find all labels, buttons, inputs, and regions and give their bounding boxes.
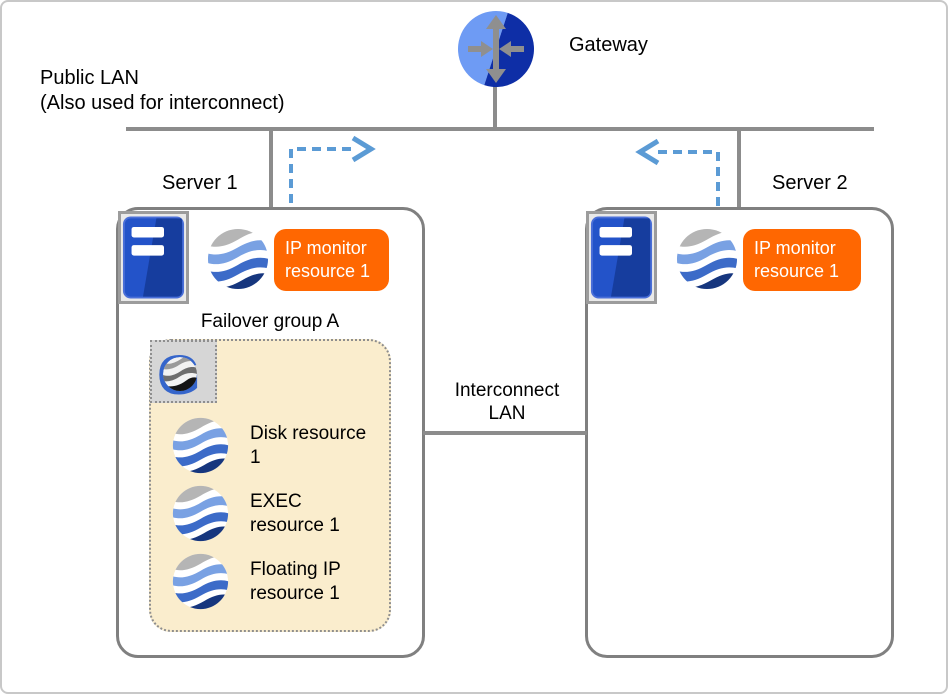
disk-resource-label: Disk resource 1 bbox=[250, 423, 367, 468]
gateway-label: Gateway bbox=[569, 34, 648, 56]
server2-ip-monitor-resource-icon bbox=[676, 228, 738, 290]
interconnect-lan-label: Interconnect LAN bbox=[432, 379, 582, 425]
server2-drop-line bbox=[737, 130, 741, 209]
monitor-arrow-left-icon bbox=[630, 138, 730, 210]
public-lan-label-line1: Public LAN bbox=[40, 67, 139, 89]
exec-resource-icon bbox=[172, 485, 229, 542]
server1-ip-monitor-resource-icon bbox=[207, 228, 269, 290]
interconnect-label-line2: LAN bbox=[488, 403, 526, 424]
server2-ip-monitor-badge: IP monitor resource 1 bbox=[743, 229, 861, 291]
server1-ip-monitor-badge: IP monitor resource 1 bbox=[274, 229, 389, 291]
disk-resource-icon bbox=[172, 417, 229, 474]
failover-group-label: Failover group A bbox=[200, 311, 340, 332]
server2-ip-monitor-label: IP monitor resource 1 bbox=[754, 238, 840, 281]
public-lan-label-line2: (Also used for interconnect) bbox=[40, 92, 285, 114]
floating-ip-resource-label: Floating IP resource 1 bbox=[250, 559, 341, 604]
public-lan-label: Public LAN (Also used for interconnect) bbox=[40, 66, 285, 116]
monitor-arrow-right-icon bbox=[277, 135, 382, 207]
public-lan-line bbox=[126, 127, 874, 131]
server1-ip-monitor-label: IP monitor resource 1 bbox=[285, 238, 371, 281]
interconnect-lan-line bbox=[423, 431, 587, 435]
failover-group-g-icon bbox=[150, 340, 217, 403]
exec-resource-label: EXEC resource 1 bbox=[250, 491, 340, 536]
floating-ip-resource-icon bbox=[172, 553, 229, 610]
server2-label: Server 2 bbox=[772, 172, 848, 194]
server1-drop-line bbox=[269, 130, 273, 209]
gateway-connector-line bbox=[493, 85, 497, 129]
router-gateway-icon bbox=[456, 9, 536, 89]
server2-tower-icon bbox=[586, 211, 657, 304]
server1-label: Server 1 bbox=[162, 172, 238, 194]
interconnect-label-line1: Interconnect bbox=[454, 380, 560, 401]
server1-tower-icon bbox=[118, 211, 189, 304]
